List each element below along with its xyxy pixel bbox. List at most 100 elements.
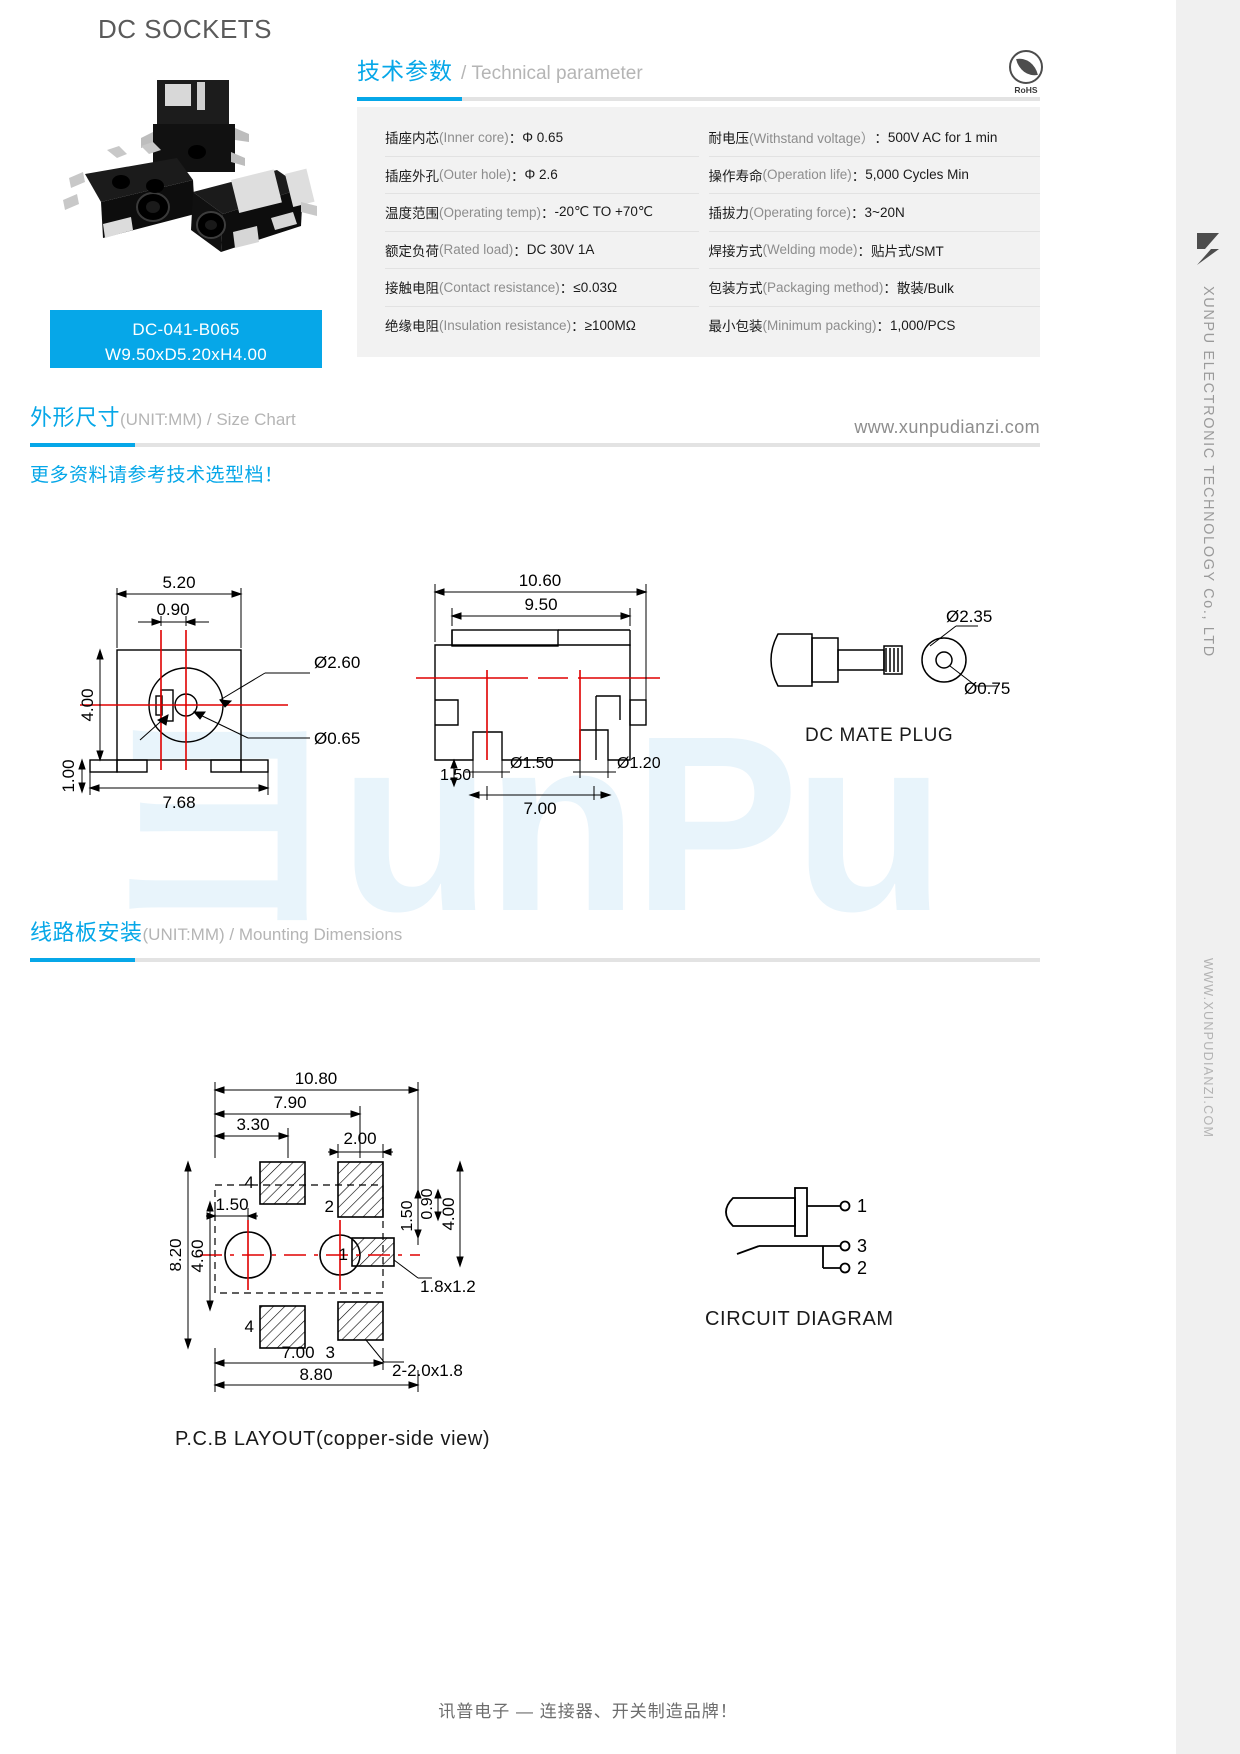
dim-pcb-h-a: 4.60	[188, 1239, 207, 1272]
tech-heading-rule	[357, 97, 1040, 101]
tech-spec-column-right: 耐电压(Withstand voltage）：500V AC for 1 min…	[699, 107, 1041, 357]
circuit-pin-3: 3	[857, 1236, 867, 1256]
tech-heading-en: / Technical parameter	[461, 63, 643, 84]
spec-sep: ：	[571, 319, 585, 335]
rail-company-name: XUNPU ELECTRONIC TECHNOLOGY Co., LTD	[1200, 286, 1216, 658]
spec-label-cn: 插座外孔	[385, 168, 439, 184]
dim-pcb-pad-v1: 1.50	[399, 1200, 416, 1231]
pad-label-1: 1	[339, 1245, 348, 1264]
technical-parameter-header: 技术参数/ Technical parameter	[357, 52, 643, 86]
dim-pcb-overall-h: 8.20	[170, 1238, 185, 1271]
spec-label-en: (Operating force)	[749, 204, 852, 220]
table-row: 包装方式(Packaging method)：散装/Bulk	[708, 269, 1040, 307]
mate-plug-caption: DC MATE PLUG	[805, 725, 954, 746]
spec-sep: ：	[541, 206, 555, 222]
spec-label-cn: 插拔力	[708, 206, 750, 222]
spec-label-cn: 绝缘电阻	[385, 319, 439, 335]
dim-pcb-overall-w: 10.80	[295, 1070, 338, 1088]
dim-pcb-pad-w: 2.00	[343, 1129, 376, 1148]
dim-side-body: 9.50	[524, 595, 557, 614]
spec-label-en: (Operation life)	[762, 167, 852, 183]
spec-label-en: (Contact resistance)	[439, 279, 560, 295]
pad-note-2: 2-2.0x1.8	[392, 1361, 463, 1380]
spec-sep: ：	[851, 168, 866, 184]
dim-front-base: 7.68	[162, 793, 195, 812]
dim-pcb-w-a: 7.90	[273, 1093, 306, 1112]
pad-label-4-bottom: 4	[245, 1317, 254, 1336]
spec-label-cn: 包装方式	[708, 281, 763, 297]
dim-front-inner: 0.90	[156, 600, 189, 619]
rohs-icon: RoHS	[1005, 50, 1047, 95]
dim-pcb-pad-v2: 0.90	[419, 1188, 436, 1219]
spec-label-en: (Outer hole)	[439, 167, 512, 183]
spec-value: ≥100MΩ	[584, 317, 636, 333]
table-row: 耐电压(Withstand voltage）：500V AC for 1 min	[708, 119, 1040, 157]
spec-value: ≤0.03Ω	[573, 279, 618, 295]
table-row: 焊接方式(Welding mode)：贴片式/SMT	[708, 232, 1040, 269]
spec-value: 3~20N	[864, 204, 905, 220]
spec-value: 1,000/PCS	[890, 317, 956, 333]
circuit-pin-1: 1	[857, 1196, 867, 1216]
page-title: DC SOCKETS	[97, 14, 273, 44]
circuit-pin-2: 2	[857, 1258, 867, 1278]
pcb-layout-drawing: 4 2 4 1 3 10.80 7.90	[170, 1070, 570, 1400]
spec-value: 5,000 Cycles Min	[865, 167, 969, 183]
dim-pcb-pad-v3: 4.00	[439, 1197, 458, 1230]
spec-value: -20℃ TO +70℃	[554, 204, 654, 220]
table-row: 接触电阻(Contact resistance)：≤0.03Ω	[385, 269, 699, 307]
brand-rail: XUNPU ELECTRONIC TECHNOLOGY Co., LTD WWW…	[1176, 0, 1240, 1754]
table-row: 绝缘电阻(Insulation resistance)：≥100MΩ	[385, 307, 699, 345]
product-badge: DC-041-B065 W9.50xD5.20xH4.00	[50, 310, 322, 368]
mate-plug-drawing: Ø2.35 Ø0.75	[760, 600, 1030, 760]
spec-sep: ：	[513, 243, 527, 259]
pcb-layout-caption: P.C.B LAYOUT(copper-side view)	[175, 1428, 491, 1450]
dim-plug-outer: Ø2.35	[946, 607, 992, 626]
spec-sep: ：	[511, 168, 525, 184]
dim-front-foot: 1.00	[60, 759, 78, 792]
dim-pin-pitch: 7.00	[523, 799, 556, 818]
tech-spec-column-left: 插座内芯(Inner core)：Φ 0.65 插座外孔(Outer hole)…	[357, 107, 699, 357]
rail-website: WWW.XUNPUDIANZI.COM	[1201, 957, 1215, 1139]
spec-sep: ：	[857, 243, 872, 259]
xunpu-logo-icon	[1191, 230, 1225, 268]
spec-label-en: (Operating temp)	[439, 204, 542, 220]
size-heading-rule	[30, 443, 1040, 447]
table-row: 操作寿命(Operation life)：5,000 Cycles Min	[708, 157, 1040, 194]
size-chart-header: 外形尺寸(UNIT:MM) / Size Chart	[30, 400, 296, 432]
dim-inner-dia: Ø0.65	[314, 729, 360, 748]
table-row: 额定负荷(Rated load)：DC 30V 1A	[385, 232, 699, 269]
product-dimensions: W9.50xD5.20xH4.00	[105, 344, 267, 364]
spec-value: Φ 0.65	[522, 129, 564, 145]
table-row: 最小包装(Minimum packing)：1,000/PCS	[709, 307, 1041, 345]
dim-front-height: 4.00	[78, 688, 97, 721]
table-row: 插座外孔(Outer hole)：Φ 2.6	[385, 157, 699, 194]
spec-sep: ：	[851, 206, 865, 222]
size-chart-note: 更多资料请参考技术选型档！	[30, 465, 284, 486]
spec-label-en: (Welding mode)	[762, 242, 858, 258]
dim-pin-a: Ø1.50	[510, 755, 554, 772]
front-view-drawing: 5.20 0.90 4.00 1.00	[60, 560, 420, 820]
website-link[interactable]: www.xunpudianzi.com	[854, 417, 1040, 437]
spec-sep: ：	[874, 131, 888, 147]
table-row: 温度范围(Operating temp)：-20℃ TO +70℃	[385, 194, 699, 232]
mount-heading-en: (UNIT:MM) / Mounting Dimensions	[142, 925, 403, 944]
mount-heading-rule	[30, 958, 1040, 962]
spec-label-cn: 操作寿命	[708, 168, 763, 184]
rohs-label: RoHS	[1014, 85, 1038, 95]
spec-value: Φ 2.6	[524, 167, 558, 183]
spec-value: 散装/Bulk	[896, 281, 954, 297]
spec-label-en: (Withstand voltage）	[749, 131, 875, 147]
mounting-header: 线路板安装(UNIT:MM) / Mounting Dimensions	[30, 915, 402, 947]
spec-label-en: (Rated load)	[439, 242, 514, 258]
spec-label-cn: 插座内芯	[385, 131, 439, 147]
product-model: DC-041-B065	[132, 320, 240, 339]
spec-sep: ：	[508, 131, 523, 147]
size-heading-en: (UNIT:MM) / Size Chart	[120, 410, 296, 429]
dim-pcb-hole-x: 1.50	[215, 1195, 248, 1214]
circuit-diagram-caption: CIRCUIT DIAGRAM	[705, 1308, 894, 1330]
spec-label-en: (Insulation resistance)	[439, 317, 572, 333]
dim-outer-dia: Ø2.60	[314, 653, 360, 672]
spec-label-cn: 耐电压	[708, 131, 750, 147]
circuit-diagram-drawing: 1 3 2	[715, 1180, 915, 1310]
dim-front-width: 5.20	[162, 573, 195, 592]
